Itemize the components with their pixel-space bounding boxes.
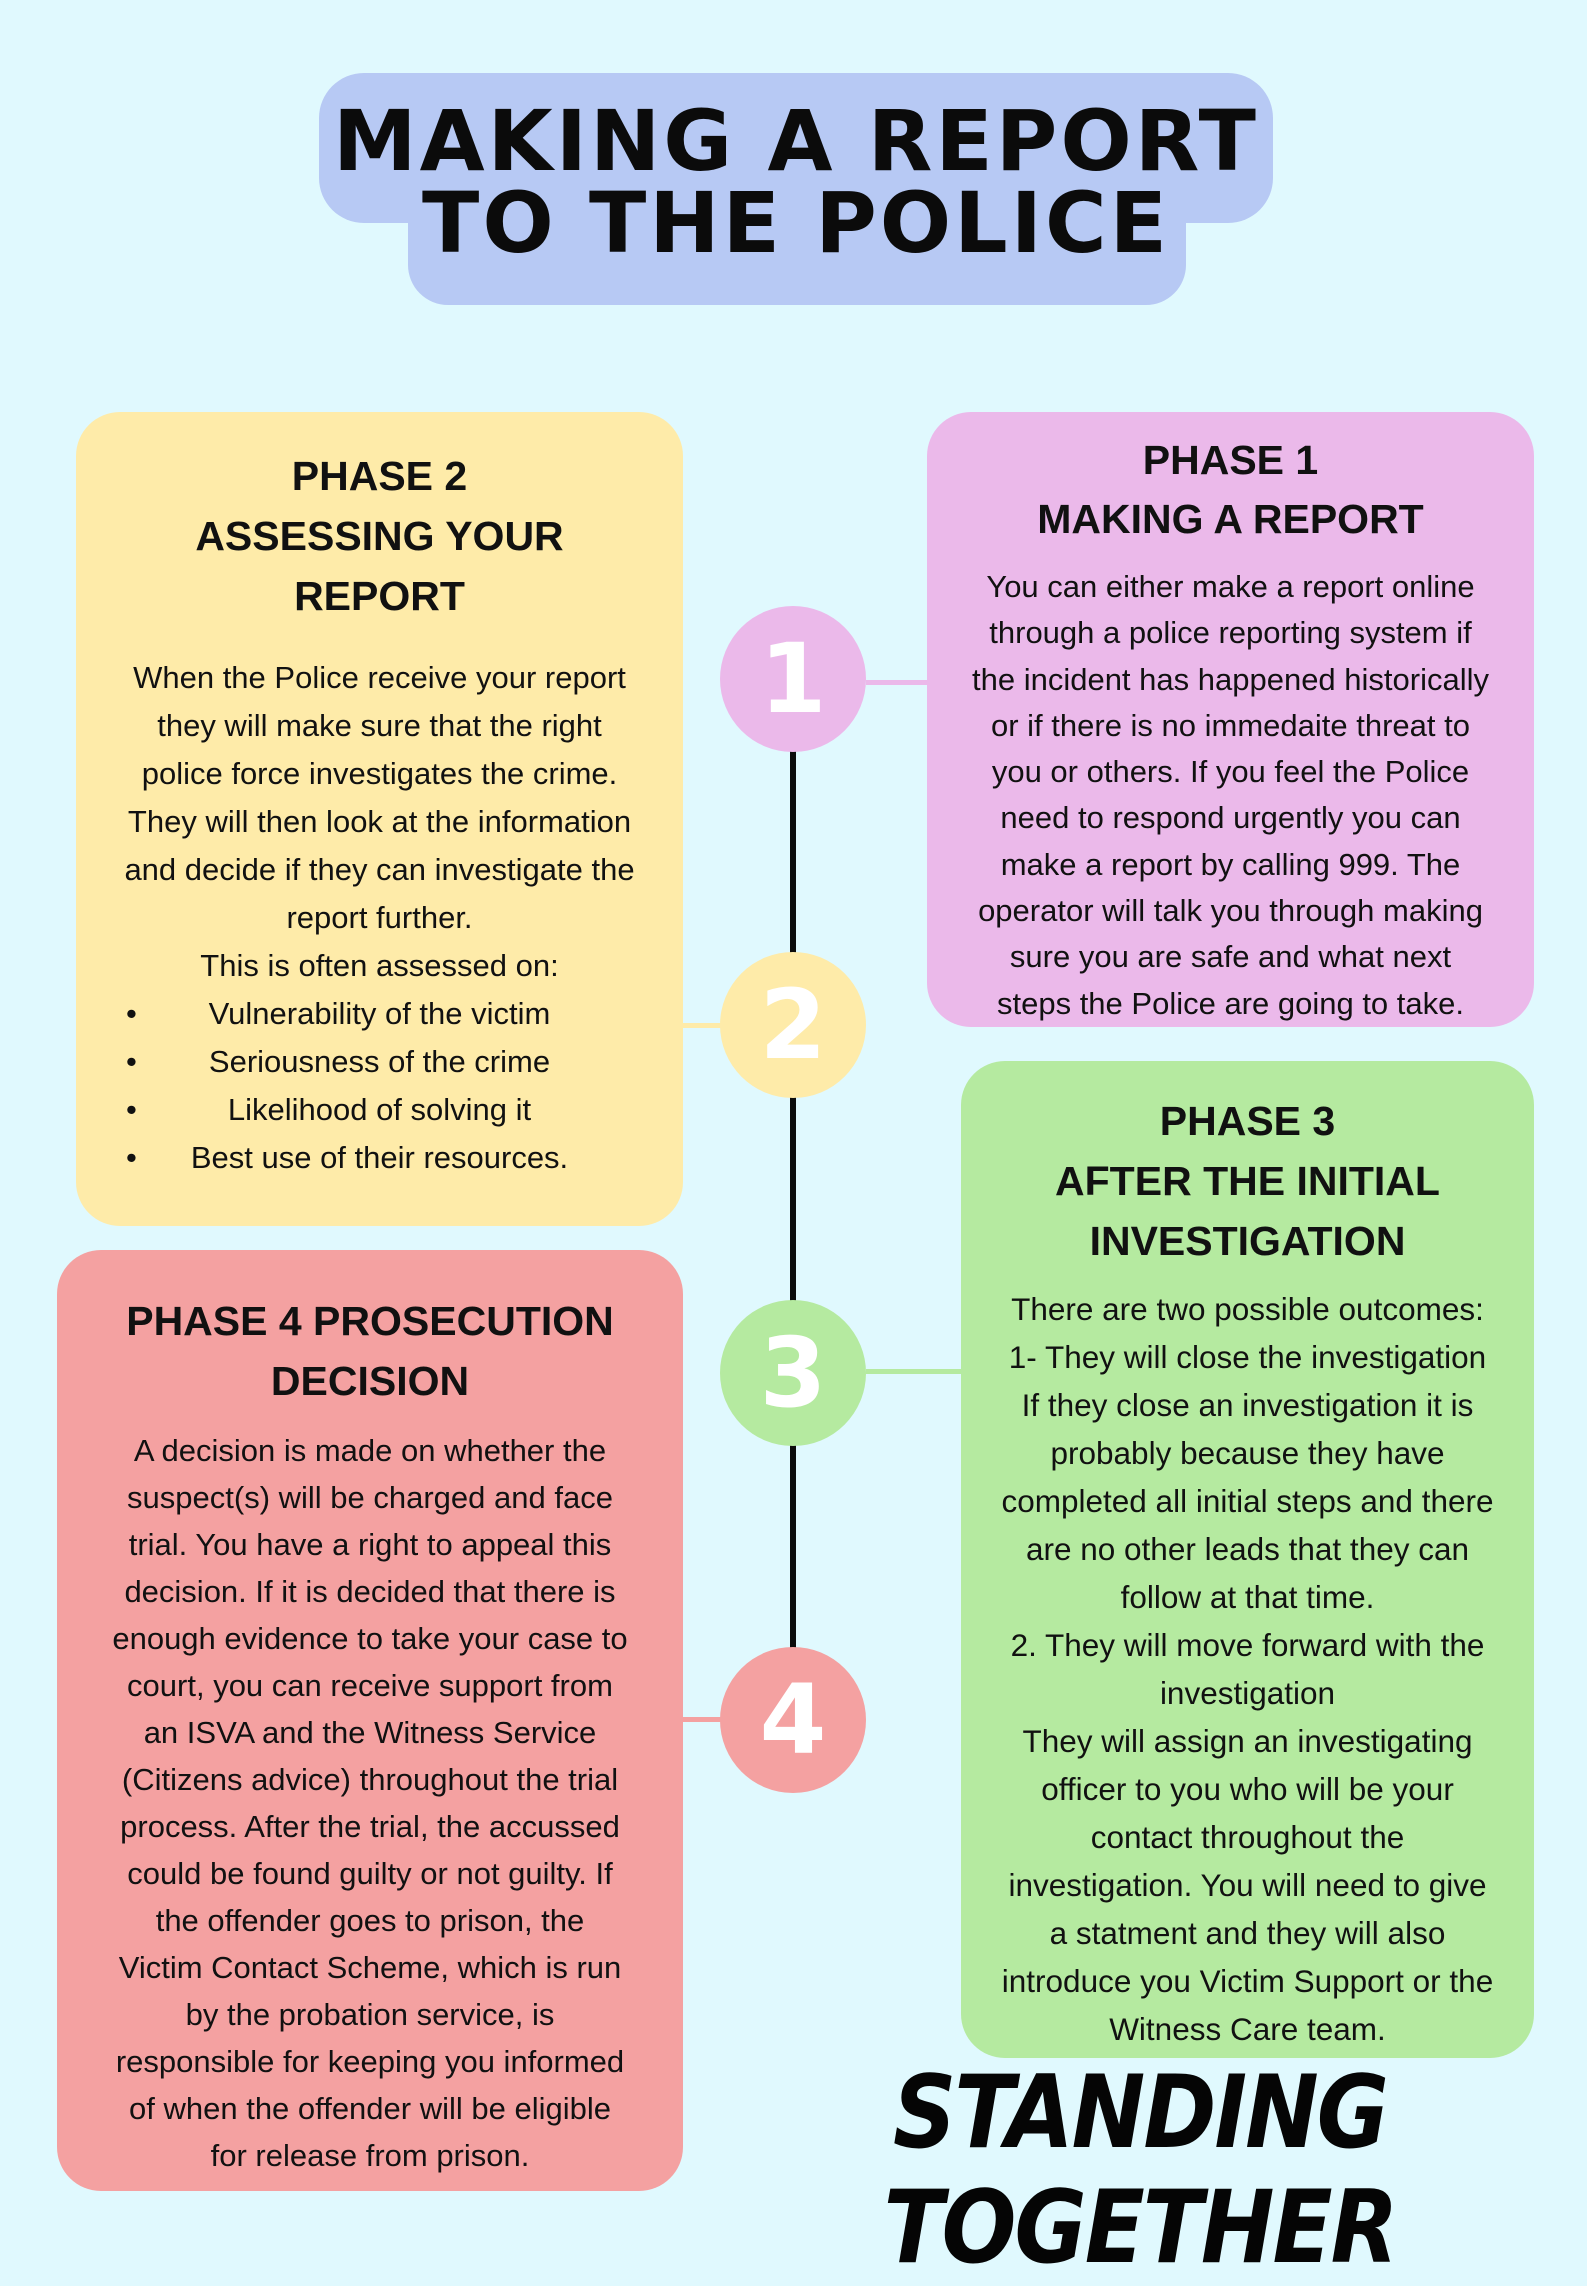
text-line: INVESTIGATION bbox=[1089, 1218, 1406, 1264]
bullet-text: Seriousness of the crime bbox=[208, 1044, 551, 1079]
text-line: investigation. You will need to give bbox=[1008, 1867, 1487, 1903]
text-line: probably because they have bbox=[1050, 1435, 1445, 1471]
text-line: an ISVA and the Witness Service bbox=[143, 1715, 597, 1750]
text-line: and decide if they can investigate the bbox=[124, 852, 635, 887]
text-line: There are two possible outcomes: bbox=[1011, 1291, 1484, 1327]
connector-phase3 bbox=[866, 1369, 962, 1374]
text-line: they will make sure that the right bbox=[157, 708, 602, 743]
text-line: This is often assessed on: bbox=[200, 948, 559, 983]
text-line: of when the offender will be eligible bbox=[129, 2091, 611, 2126]
text-line: When the Police receive your report bbox=[133, 660, 626, 695]
text-line: responsible for keeping you informed bbox=[115, 2044, 625, 2079]
text-line: They will assign an investigating bbox=[1022, 1723, 1473, 1759]
bullet-icon: • bbox=[126, 1092, 137, 1127]
phase3-body: There are two possible outcomes: 1- They … bbox=[961, 1285, 1534, 2053]
phase1-card: PHASE 1 MAKING A REPORT You can either ma… bbox=[927, 412, 1534, 1027]
text-line: court, you can receive support from bbox=[127, 1668, 613, 1703]
text-line: need to respond urgently you can bbox=[1000, 800, 1461, 836]
phase2-body: When the Police receive your report they … bbox=[76, 654, 683, 1182]
bullet-item: • Vulnerability of the victim bbox=[76, 990, 683, 1038]
text-line: or if there is no immedaite threat to bbox=[990, 707, 1470, 743]
brand-logo: STANDING TOGETHER bbox=[883, 2052, 1399, 2286]
phase4-body: A decision is made on whether the suspect… bbox=[57, 1427, 683, 2179]
title-line-1: MAKING A REPORT bbox=[333, 92, 1259, 190]
text-line: steps the Police are going to take. bbox=[996, 985, 1464, 1021]
text-line: sure you are safe and what next bbox=[1009, 939, 1452, 975]
page-title: MAKING A REPORT TO THE POLICE bbox=[319, 92, 1273, 272]
text-line: by the probation service, is bbox=[185, 1997, 555, 2032]
text-line: They will then look at the information bbox=[127, 804, 632, 839]
text-line: officer to you who will be your bbox=[1041, 1771, 1454, 1807]
text-line: through a police reporting system if bbox=[989, 615, 1472, 651]
step-3-marker: 3 bbox=[720, 1300, 866, 1446]
bullet-icon: • bbox=[126, 1140, 137, 1175]
text-line: Victim Contact Scheme, which is run bbox=[118, 1950, 622, 1985]
text-line: PHASE 3 bbox=[1159, 1098, 1336, 1144]
phase1-body: You can either make a report online throu… bbox=[927, 564, 1534, 1027]
phase3-heading: PHASE 3 AFTER THE INITIAL INVESTIGATION bbox=[961, 1091, 1534, 1271]
text-line: DECISION bbox=[270, 1358, 470, 1404]
phase4-heading: PHASE 4 PROSECUTION DECISION bbox=[57, 1291, 683, 1411]
text-line: REPORT bbox=[294, 573, 465, 619]
text-line: process. After the trial, the accussed bbox=[120, 1809, 620, 1844]
connector-phase4 bbox=[682, 1717, 722, 1722]
phase4-card: PHASE 4 PROSECUTION DECISION A decision i… bbox=[57, 1250, 683, 2191]
text-line: the incident has happened historically bbox=[971, 661, 1489, 697]
phase3-card: PHASE 3 AFTER THE INITIAL INVESTIGATION Th… bbox=[961, 1061, 1534, 2058]
text-line: 1- They will close the investigation bbox=[1008, 1339, 1487, 1375]
text-line: MAKING A REPORT bbox=[1037, 496, 1424, 542]
text-line: for release from prison. bbox=[210, 2138, 530, 2173]
text-line: You can either make a report online bbox=[986, 569, 1475, 604]
text-line: report further. bbox=[286, 900, 473, 935]
connector-phase2 bbox=[682, 1023, 722, 1028]
text-line: (Citizens advice) throughout the trial bbox=[121, 1762, 619, 1797]
text-line: make a report by calling 999. The bbox=[1000, 846, 1461, 882]
text-line: Witness Care team. bbox=[1109, 2011, 1386, 2047]
bullet-icon: • bbox=[126, 996, 137, 1031]
phase2-card: PHASE 2 ASSESSING YOUR REPORT When the Pol… bbox=[76, 412, 683, 1226]
step-2-marker: 2 bbox=[720, 952, 866, 1098]
title-line-2: TO THE POLICE bbox=[422, 174, 1170, 272]
bullet-icon: • bbox=[126, 1044, 137, 1079]
text-line: enough evidence to take your case to bbox=[112, 1621, 628, 1656]
text-line: a statment and they will also bbox=[1049, 1915, 1446, 1951]
text-line: suspect(s) will be charged and face bbox=[127, 1480, 613, 1515]
text-line: investigation bbox=[1159, 1675, 1336, 1711]
text-line: completed all initial steps and there bbox=[1001, 1483, 1494, 1519]
connector-phase1 bbox=[866, 680, 928, 685]
bullet-item: • Best use of their resources. bbox=[76, 1134, 683, 1182]
text-line: If they close an investigation it is bbox=[1021, 1387, 1474, 1423]
text-line: follow at that time. bbox=[1120, 1579, 1375, 1615]
text-line: operator will talk you through making bbox=[978, 893, 1483, 929]
text-line: PHASE 1 bbox=[1142, 437, 1319, 483]
title-banner-tab bbox=[408, 180, 1186, 305]
text-line: PHASE 2 bbox=[291, 453, 468, 499]
text-line: you or others. If you feel the Police bbox=[991, 754, 1470, 790]
step-1-marker: 1 bbox=[720, 606, 866, 752]
text-line: police force investigates the crime. bbox=[141, 756, 618, 791]
text-line: introduce you Victim Support or the bbox=[1001, 1963, 1494, 1999]
text-line: 2. They will move forward with the bbox=[1010, 1627, 1485, 1663]
bullet-text: Best use of their resources. bbox=[190, 1140, 569, 1175]
step-4-marker: 4 bbox=[720, 1647, 866, 1793]
text-line: ASSESSING YOUR bbox=[195, 513, 564, 559]
text-line: decision. If it is decided that there is bbox=[124, 1574, 616, 1609]
bullet-item: • Seriousness of the crime bbox=[76, 1038, 683, 1086]
text-line: contact throughout the bbox=[1090, 1819, 1405, 1855]
timeline-line bbox=[790, 679, 796, 1720]
bullet-text: Likelihood of solving it bbox=[227, 1092, 532, 1127]
text-line: the offender goes to prison, the bbox=[155, 1903, 585, 1938]
text-line: PHASE 4 PROSECUTION bbox=[126, 1298, 614, 1344]
bullet-item: • Likelihood of solving it bbox=[76, 1086, 683, 1134]
text-line: could be found guilty or not guilty. If bbox=[127, 1856, 613, 1891]
text-line: trial. You have a right to appeal this bbox=[128, 1527, 612, 1562]
text-line: A decision is made on whether the bbox=[133, 1433, 607, 1468]
bullet-text: Vulnerability of the victim bbox=[208, 996, 551, 1031]
phase2-heading: PHASE 2 ASSESSING YOUR REPORT bbox=[76, 446, 683, 626]
text-line: AFTER THE INITIAL bbox=[1055, 1158, 1440, 1204]
phase1-heading: PHASE 1 MAKING A REPORT bbox=[927, 431, 1534, 549]
text-line: are no other leads that they can bbox=[1025, 1531, 1470, 1567]
